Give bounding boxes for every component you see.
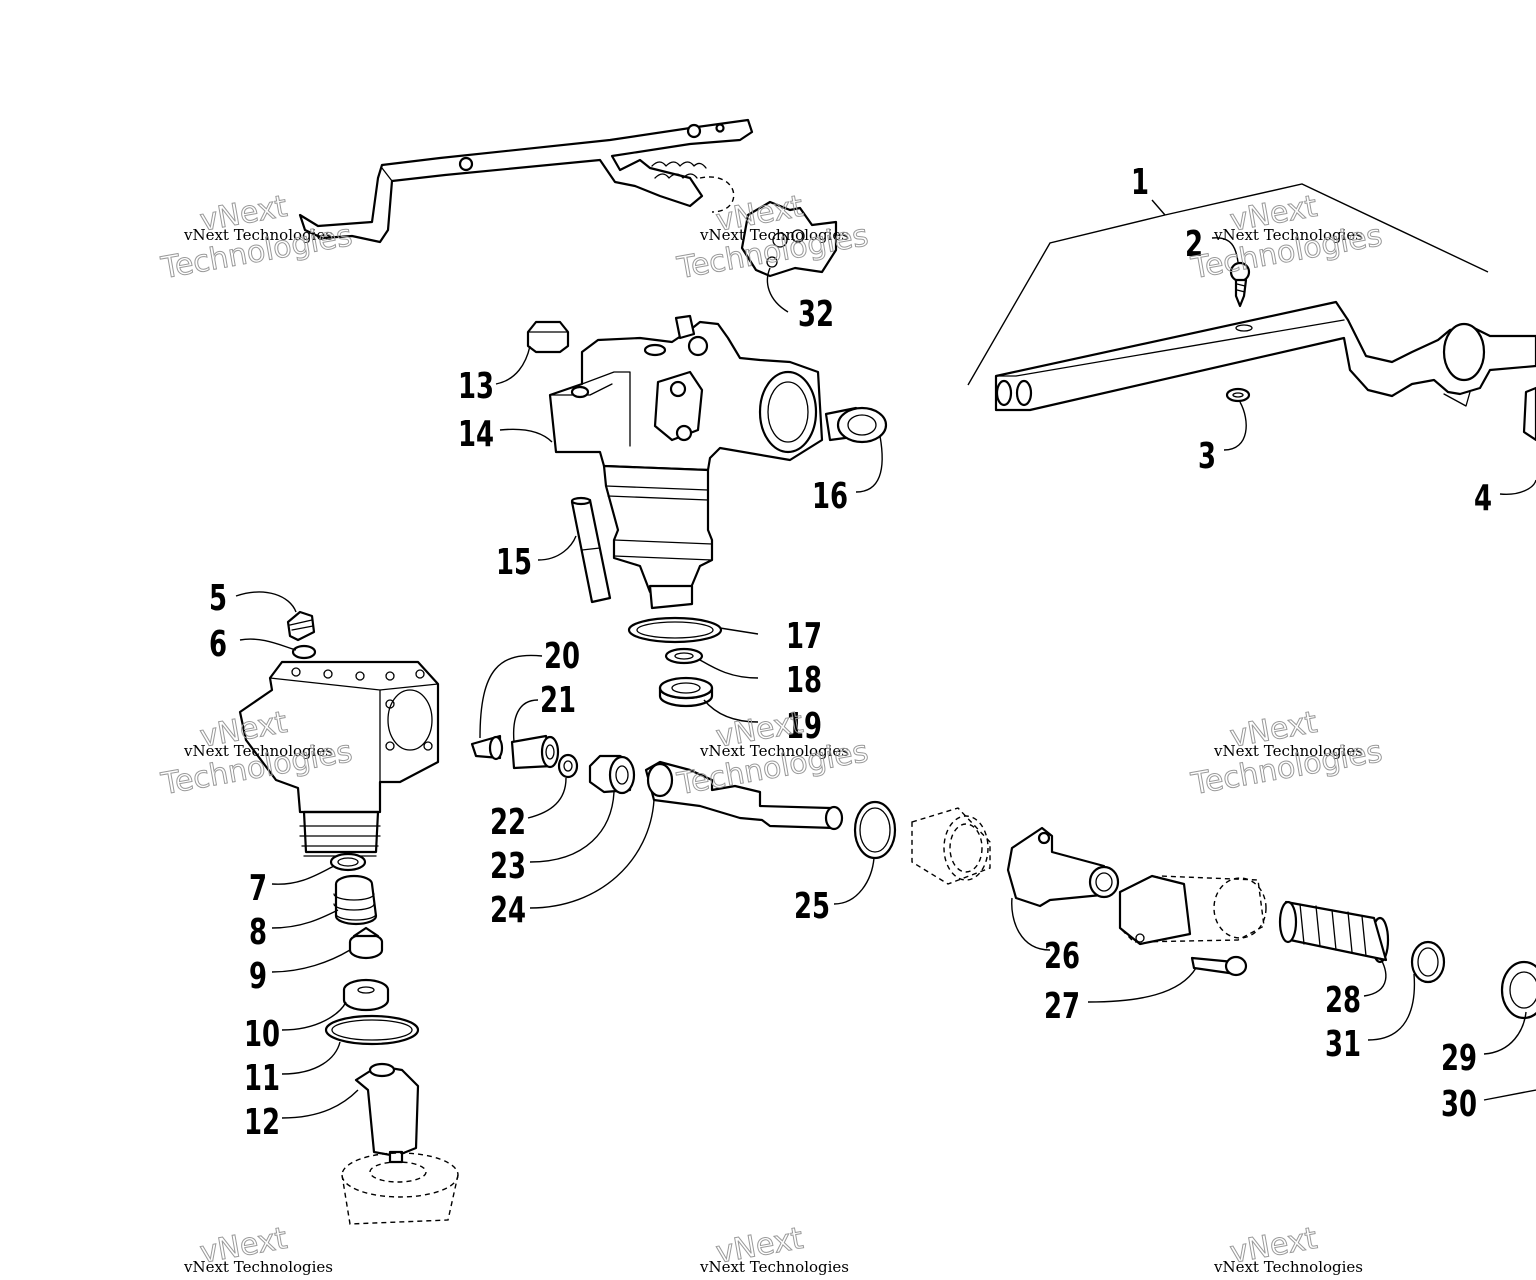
callout-15: 15 (496, 542, 532, 583)
callout-18: 18 (786, 660, 822, 701)
part-12-nozzle (354, 1062, 420, 1164)
callout-7: 7 (249, 868, 267, 909)
callout-11: 11 (244, 1058, 280, 1099)
callout-4: 4 (1474, 478, 1492, 519)
callout-30: 30 (1441, 1084, 1477, 1125)
svg-text:vNext Technologies: vNext Technologies (1213, 742, 1363, 760)
callout-2: 2 (1185, 224, 1203, 265)
callout-23: 23 (490, 846, 526, 887)
callout-8: 8 (249, 912, 267, 953)
part-15-pin (570, 496, 612, 604)
watermark-bottom-center: vNext vNext Technologies (699, 1220, 849, 1276)
part-25-o-ring (853, 800, 897, 860)
part-24-plunger (644, 760, 844, 831)
svg-text:vNext Technologies: vNext Technologies (183, 1258, 333, 1276)
part-31-bushing (1410, 940, 1446, 984)
part-23-valve (588, 754, 636, 795)
callout-20: 20 (544, 636, 580, 677)
svg-text:vNext Technologies: vNext Technologies (699, 742, 849, 760)
part-7-washer (329, 852, 367, 872)
callout-6: 6 (209, 624, 227, 665)
part-18-washer (664, 647, 704, 665)
callout-31: 31 (1325, 1024, 1361, 1065)
watermark-middle-right: vNext vNext Technologies Technologies (1188, 704, 1386, 802)
svg-text:vNext Technologies: vNext Technologies (183, 226, 333, 244)
callout-labels: 1 2 3 4 5 6 7 8 9 10 11 12 13 14 15 16 1… (209, 162, 1492, 1143)
part-10-seat (342, 978, 390, 1012)
part-16-banjo-bolt (824, 406, 888, 444)
part-29-ring (1500, 960, 1536, 1020)
nozzle-cap-hidden (341, 1152, 459, 1225)
callout-28: 28 (1325, 980, 1361, 1021)
callout-19: 19 (786, 706, 822, 747)
callout-32: 32 (798, 294, 834, 335)
part-11-o-ring (324, 1014, 420, 1046)
callout-1: 1 (1131, 162, 1149, 203)
callout-13: 13 (458, 366, 494, 407)
callout-5: 5 (209, 578, 227, 619)
callout-12: 12 (244, 1102, 280, 1143)
callout-10: 10 (244, 1014, 280, 1055)
part-17-gasket (627, 616, 723, 644)
watermark-top-left: vNext vNext Technologies Technologies (158, 188, 356, 286)
watermark-middle-center: vNext vNext Technologies Technologies (674, 704, 872, 802)
delivery-valve-holder (238, 660, 440, 857)
part-27-bolt (1190, 955, 1248, 977)
part-2-screw (1229, 261, 1251, 308)
callout-21: 21 (540, 680, 576, 721)
part-19-seal (658, 676, 714, 708)
part-26-tappet (1006, 826, 1120, 908)
part-1-fuel-rail-assembly (994, 300, 1536, 442)
callout-3: 3 (1198, 436, 1216, 477)
callout-29: 29 (1441, 1038, 1477, 1079)
part-32-bracket (740, 200, 838, 278)
svg-text:vNext Technologies: vNext Technologies (699, 226, 849, 244)
callout-27: 27 (1044, 986, 1080, 1027)
part-5-plug (286, 610, 316, 642)
watermark-bottom-left: vNext vNext Technologies (183, 1220, 333, 1276)
svg-text:vNext Technologies: vNext Technologies (1213, 1258, 1363, 1276)
part-14-injection-pump-body (548, 314, 824, 610)
callout-14: 14 (458, 414, 494, 455)
callout-9: 9 (249, 956, 267, 997)
watermark-bottom-right: vNext vNext Technologies (1213, 1220, 1363, 1276)
part-21-sleeve (510, 734, 560, 770)
watermark-top-right: vNext vNext Technologies Technologies (1188, 188, 1386, 286)
callout-26: 26 (1044, 936, 1080, 977)
callout-22: 22 (490, 802, 526, 843)
part-22-washer (557, 753, 579, 779)
part-9-valve (348, 926, 384, 960)
leader-lines (235, 237, 1536, 1119)
callout-16: 16 (812, 476, 848, 517)
part-3-washer (1225, 387, 1251, 403)
guide-housing (1118, 874, 1267, 946)
part-20-cone (470, 734, 504, 761)
part-13-nut (526, 320, 570, 354)
svg-text:vNext Technologies: vNext Technologies (183, 742, 333, 760)
part-6-washer (291, 644, 317, 660)
part-28-spring (1278, 900, 1390, 964)
svg-text:vNext Technologies: vNext Technologies (699, 1258, 849, 1276)
svg-text:vNext Technologies: vNext Technologies (1213, 226, 1363, 244)
callout-24: 24 (490, 890, 526, 931)
hidden-sleeve (911, 807, 991, 885)
callout-17: 17 (786, 616, 822, 657)
throttle-linkage-rod (298, 118, 754, 244)
callout-25: 25 (794, 886, 830, 927)
part-8-spring (333, 874, 378, 926)
